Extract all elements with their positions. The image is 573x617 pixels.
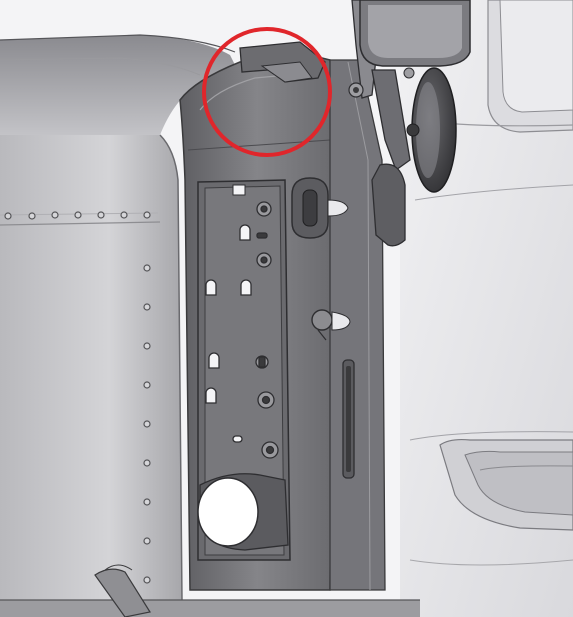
slot-top xyxy=(232,184,246,196)
large-round-opening xyxy=(197,477,259,547)
hood-top xyxy=(0,35,240,140)
cab-window xyxy=(499,0,573,113)
highlight-circle xyxy=(202,27,332,157)
rivet-column xyxy=(143,264,151,584)
electrical-connector xyxy=(291,177,349,239)
side-knob xyxy=(311,309,351,341)
step-inner xyxy=(464,450,573,516)
engine-side-panel xyxy=(0,135,182,600)
lever-handle xyxy=(94,568,151,617)
hood-latch-bracket xyxy=(239,41,326,83)
rivet-row-top xyxy=(4,211,151,220)
mirror-base-bracket xyxy=(371,163,406,247)
mirror-assembly xyxy=(348,0,471,247)
mounting-holes xyxy=(205,201,279,459)
floor-strip xyxy=(0,600,420,617)
